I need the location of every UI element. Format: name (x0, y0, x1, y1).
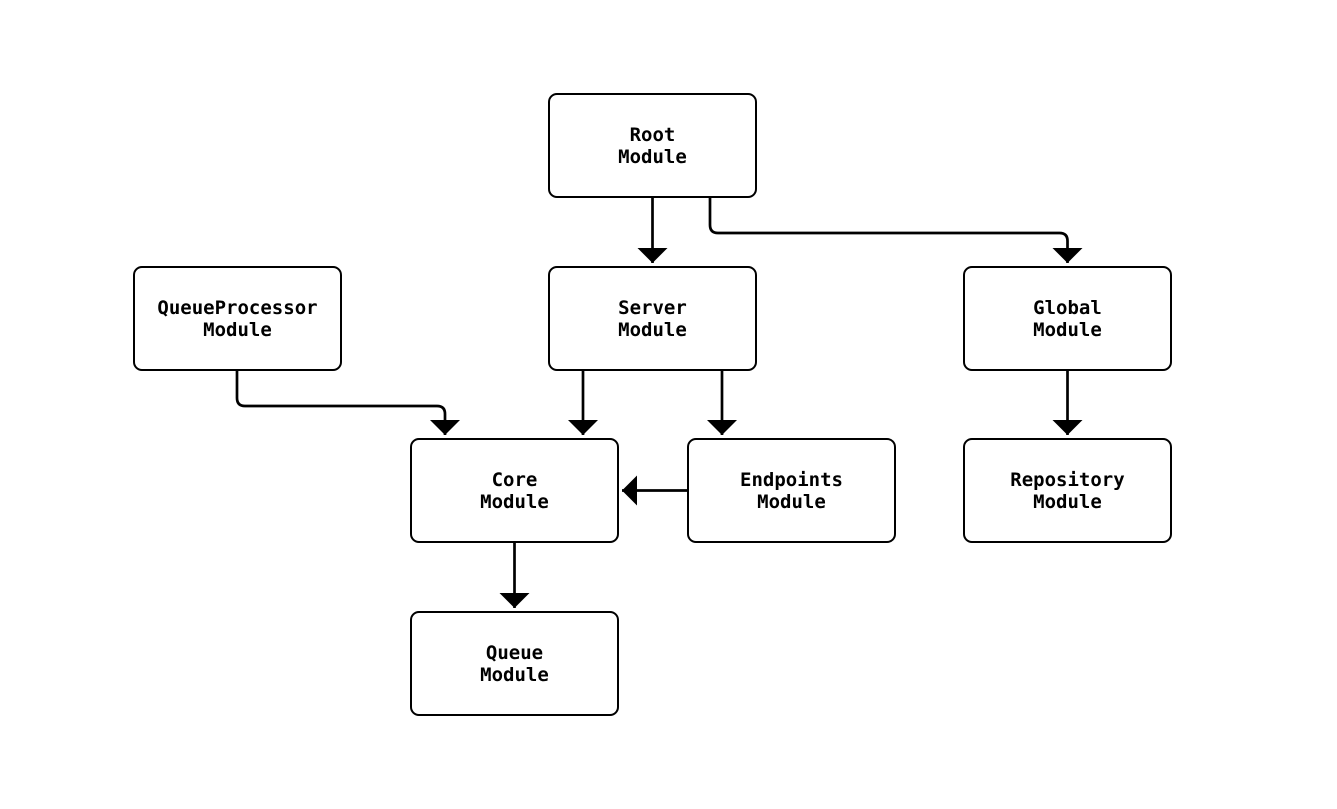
node-queueprocessor-module: QueueProcessor Module (133, 266, 342, 371)
node-server-module: Server Module (548, 266, 757, 371)
edge-root-to-global-arrow (708, 198, 1083, 263)
node-endpoints-module: Endpoints Module (687, 438, 896, 543)
node-global-module: Global Module (963, 266, 1172, 371)
node-queue-module: Queue Module (410, 611, 619, 716)
node-core-module: Core Module (410, 438, 619, 543)
node-repository-module: Repository Module (963, 438, 1172, 543)
edge-queueprocessor-to-core-arrow (235, 371, 460, 435)
node-root-module: Root Module (548, 93, 757, 198)
